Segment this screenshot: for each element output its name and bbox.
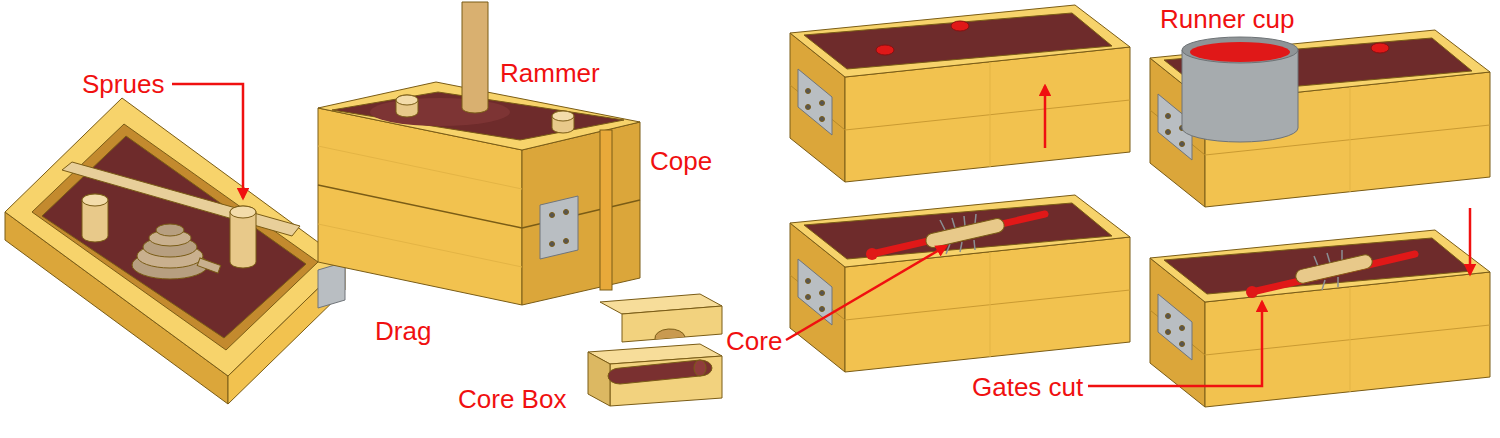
part-label: Cope [650,146,712,176]
part-label: Gates cut [972,372,1083,402]
part-label: Drag [375,316,431,346]
core-box-figure [588,294,722,406]
part-label: Rammer [500,58,600,88]
rammed-flask-figure [318,2,640,305]
open-drag-figure [5,98,345,404]
separated-flask-figure [790,5,1130,372]
close-arrow [1469,208,1472,274]
leader-line [172,84,243,198]
leader-line [1088,302,1262,386]
part-label: Core [726,326,782,356]
part-label: Runner cup [1160,4,1294,34]
closing-flask-figure [1150,30,1490,407]
lift-arrow [1044,86,1047,148]
part-label: Sprues [82,69,164,99]
leader-line [786,246,946,340]
part-label: Core Box [458,384,566,414]
